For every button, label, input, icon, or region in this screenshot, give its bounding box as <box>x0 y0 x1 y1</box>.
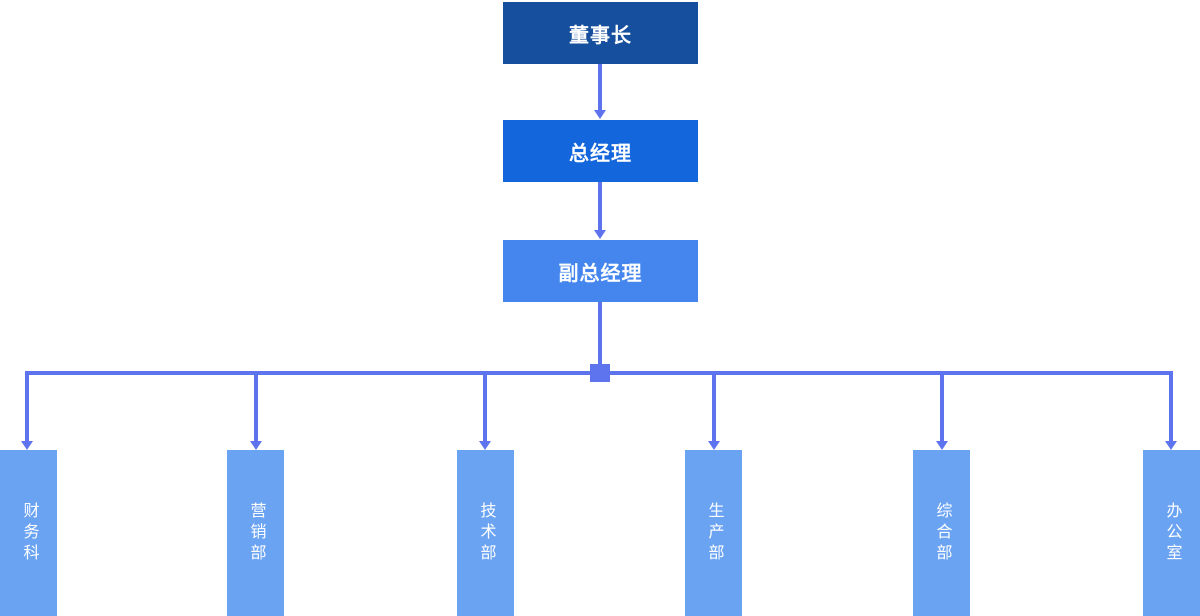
arrowhead-down <box>594 110 606 119</box>
node-dept-finance[interactable]: 财务科 <box>0 450 57 616</box>
node-deputy-general-manager[interactable]: 副总经理 <box>503 240 698 302</box>
node-dept-production[interactable]: 生产部 <box>685 450 742 616</box>
node-dept-marketing[interactable]: 营销部 <box>227 450 284 616</box>
node-chairman[interactable]: 董事长 <box>503 2 698 64</box>
node-dept-general-affairs[interactable]: 综合部 <box>913 450 970 616</box>
node-deputy-general-manager-label: 副总经理 <box>558 262 643 285</box>
arrowhead-down <box>936 441 948 450</box>
arrowhead-down <box>708 441 720 450</box>
arrowhead-down <box>250 441 262 450</box>
node-dept-office[interactable]: 办公室 <box>1143 450 1200 616</box>
node-dept-production-label: 生产部 <box>705 501 723 565</box>
arrowhead-down <box>21 441 33 450</box>
arrowhead-down <box>594 230 606 239</box>
node-general-manager[interactable]: 总经理 <box>503 120 698 182</box>
node-dept-technology[interactable]: 技术部 <box>457 450 514 616</box>
node-general-manager-label: 总经理 <box>569 142 632 165</box>
arrowhead-down <box>1165 441 1177 450</box>
junction-square <box>590 364 610 382</box>
node-dept-office-label: 办公室 <box>1163 501 1181 565</box>
node-dept-finance-label: 财务科 <box>20 501 38 565</box>
node-dept-technology-label: 技术部 <box>477 501 495 565</box>
arrowhead-down <box>479 441 491 450</box>
node-chairman-label: 董事长 <box>569 24 632 47</box>
node-dept-marketing-label: 营销部 <box>247 501 265 565</box>
node-dept-general-affairs-label: 综合部 <box>933 501 951 565</box>
